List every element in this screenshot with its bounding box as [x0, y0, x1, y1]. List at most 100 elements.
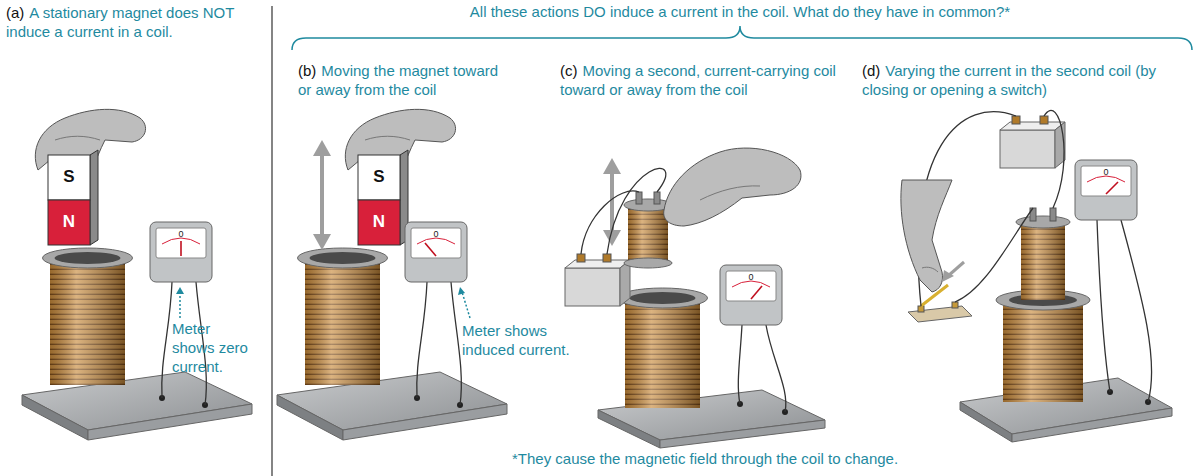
- meter-d-part: [1106, 182, 1118, 194]
- switch-d: [908, 285, 972, 322]
- coil-d-inner-part: [1021, 222, 1065, 300]
- base-plate-c-part: [660, 420, 825, 448]
- coil-c-lower-part: [618, 288, 708, 308]
- panel-description: Moving the magnet toward or away from th…: [298, 62, 498, 98]
- meter-wires-d-part: [1097, 220, 1110, 392]
- meter-c-part: [726, 271, 776, 301]
- panel-description: A stationary magnet does NOT induce a cu…: [6, 4, 234, 40]
- meter-zero: 0: [175, 229, 187, 239]
- meter-d-part: [1075, 160, 1137, 220]
- hand-c: [664, 148, 801, 226]
- coil-b-part: [305, 258, 380, 385]
- battery-d-part: [1000, 122, 1065, 130]
- meter-wires-c-part: [766, 325, 786, 412]
- meter-wires-b-part: [451, 282, 461, 405]
- press-arrow-d: [942, 262, 964, 282]
- circuit-wires-d-part: [955, 208, 1033, 302]
- meter-a-part: [150, 222, 212, 282]
- pole-label: S: [368, 166, 390, 188]
- battery-wires-c-part: [581, 191, 639, 254]
- meter-note: Meter shows zero current.: [172, 320, 256, 376]
- hand-a-part: [55, 136, 100, 140]
- coil-b-part: [310, 252, 376, 264]
- coil-a-part: [43, 248, 133, 268]
- bar-magnet-b: [358, 150, 408, 245]
- hand-c-part: [700, 186, 760, 200]
- base-plate-d-part: [1012, 408, 1172, 442]
- leader-line-a-part: [179, 292, 181, 318]
- coil-a-part: [55, 252, 121, 264]
- coil-d-outer-part: [1003, 300, 1083, 402]
- meter-wires-a-part: [162, 282, 172, 398]
- base-plate-d-part: [960, 402, 1012, 442]
- coil-c-upper-part: [628, 205, 668, 263]
- coil-c-lower-part: [625, 298, 700, 408]
- leader-line-b: [458, 287, 470, 318]
- hand-b-part: [365, 136, 410, 140]
- coil-c-upper-part: [636, 192, 642, 204]
- group-bracket: [292, 26, 1192, 50]
- motion-arrow-b-part: [320, 154, 324, 236]
- circuit-wires-d-part: [1044, 110, 1064, 208]
- coil-c-lower-part: [625, 298, 700, 408]
- battery-c-part: [565, 260, 630, 268]
- panel-letter: (d): [862, 62, 880, 79]
- switch-d-part: [918, 306, 924, 312]
- panel-heading: (b)Moving the magnet toward or away from…: [298, 62, 508, 100]
- coil-d-outer: [996, 290, 1090, 402]
- bar-magnet-b-part: [358, 200, 400, 245]
- coil-d-inner-part: [1021, 222, 1065, 300]
- battery-wires-c-part: [607, 168, 666, 254]
- meter-c-part: [720, 265, 782, 325]
- meter-wires-b-part: [417, 282, 427, 398]
- panel-heading: (d)Varying the current in the second coi…: [862, 62, 1167, 100]
- pole-label: N: [368, 211, 390, 233]
- hand-c-part: [664, 148, 801, 226]
- bar-magnet-a-part: [90, 150, 98, 245]
- meter-wires-d-part: [1121, 220, 1152, 402]
- coil-a-part: [50, 258, 125, 385]
- motion-arrow-b-part: [313, 234, 331, 250]
- bar-magnet-b-part: [358, 155, 400, 200]
- meter-b-part: [405, 222, 467, 282]
- meter-b-part: [411, 228, 461, 258]
- battery-d: [1000, 116, 1065, 168]
- bar-magnet-a-part: [48, 155, 90, 200]
- battery-d-part: [1012, 116, 1020, 124]
- meter-b: [405, 222, 467, 282]
- meter-zero: 0: [1100, 167, 1112, 177]
- group-heading: All these actions DO induce a current in…: [390, 3, 1090, 22]
- base-plate-a-part: [88, 404, 252, 440]
- battery-c-part: [620, 260, 630, 306]
- leader-line-a-part: [176, 287, 184, 294]
- panel-heading: (c)Moving a second, current-carrying coi…: [560, 62, 845, 100]
- meter-a: [150, 222, 212, 282]
- base-plate-b-part: [277, 395, 343, 440]
- coil-d-inner-part: [1050, 208, 1056, 221]
- meter-zero: 0: [745, 272, 757, 282]
- coil-b-part: [298, 248, 388, 268]
- battery-wires-c: [581, 168, 666, 254]
- base-plate-c-part: [598, 410, 660, 448]
- bar-magnet-a-part: [48, 200, 90, 245]
- coil-c-upper-part: [654, 192, 660, 204]
- panel-letter: (b): [298, 62, 316, 79]
- meter-d-part: [1081, 166, 1131, 196]
- coil-c-upper-part: [624, 258, 672, 268]
- coil-b-part: [305, 258, 380, 385]
- meter-c-part: [751, 286, 762, 299]
- pole-label: S: [58, 166, 80, 188]
- coil-c-lower-part: [630, 292, 696, 304]
- press-arrow-d-part: [942, 270, 954, 282]
- meter-d: [1075, 160, 1137, 220]
- coil-c-upper-part: [628, 205, 668, 263]
- finger-d-part: [922, 267, 938, 272]
- battery-c-part: [603, 254, 611, 262]
- meter-zero: 0: [430, 229, 442, 239]
- meter-a-part: [156, 228, 206, 258]
- battery-c-part: [565, 268, 620, 306]
- footnote: *They cause the magnetic field through t…: [512, 450, 1072, 469]
- leader-line-a: [176, 287, 184, 318]
- coil-c-lower: [618, 288, 708, 408]
- coil-a: [43, 248, 133, 385]
